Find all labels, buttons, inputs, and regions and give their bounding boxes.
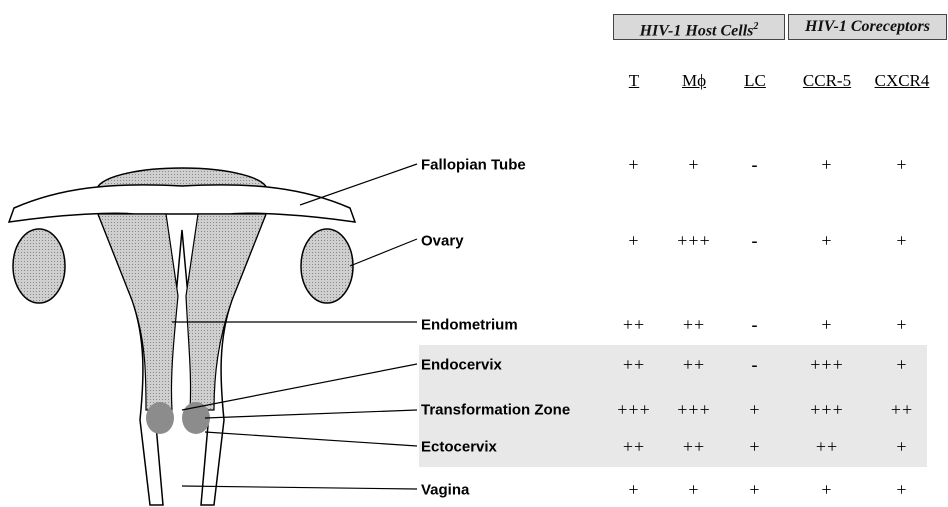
pointer-transformation-zone [205,410,417,418]
expression-cell: + [628,480,639,501]
column-header: CCR-5 [803,71,851,91]
expression-cell: ++ [816,437,838,458]
expression-cell: - [752,315,759,336]
expression-cell: + [821,155,832,176]
structure-label: Endocervix [421,357,502,374]
column-header: CXCR4 [875,71,930,91]
expression-cell: + [896,480,907,501]
host-cells-header: HIV-1 Host Cells2 [613,14,785,40]
expression-cell: ++ [683,315,705,336]
expression-cell: - [752,231,759,252]
structure-label: Transformation Zone [421,402,570,419]
pointer-fallopian-tube [300,164,417,205]
structure-label: Ovary [421,233,464,250]
expression-cell: + [821,480,832,501]
expression-cell: ++ [623,355,645,376]
expression-cell: ++ [891,400,913,421]
pointer-vagina [182,486,417,489]
expression-cell: + [628,231,639,252]
expression-cell: + [821,315,832,336]
ovary-left [13,229,65,303]
expression-cell: + [821,231,832,252]
column-header: LC [744,71,766,91]
expression-cell: + [896,231,907,252]
structure-label: Ectocervix [421,439,497,456]
expression-cell: + [688,155,699,176]
pointer-ectocervix [205,432,417,446]
structure-label: Vagina [421,482,469,499]
pointer-endocervix [182,364,417,410]
expression-cell: + [749,400,760,421]
expression-cell: ++ [683,355,705,376]
expression-cell: +++ [617,400,650,421]
expression-cell: + [688,480,699,501]
expression-cell: ++ [623,437,645,458]
ovary-right [301,229,353,303]
pointer-ovary [350,239,417,266]
host-cells-title: HIV-1 Host Cells [640,22,754,39]
expression-cell: + [749,480,760,501]
expression-cell: + [749,437,760,458]
expression-cell: + [896,437,907,458]
expression-cell: +++ [677,400,710,421]
expression-cell: +++ [810,400,843,421]
structure-label: Endometrium [421,317,518,334]
column-header: T [629,71,639,91]
coreceptors-header: HIV-1 Coreceptors [788,14,947,40]
host-cells-superscript: 2 [753,21,758,32]
structure-label: Fallopian Tube [421,157,526,174]
expression-cell: ++ [623,315,645,336]
expression-cell: + [628,155,639,176]
expression-cell: +++ [677,231,710,252]
expression-cell: - [752,355,759,376]
expression-cell: ++ [683,437,705,458]
endometrium-left [98,214,178,410]
endometrium-right [186,214,266,410]
expression-cell: + [896,355,907,376]
expression-cell: + [896,315,907,336]
expression-cell: + [896,155,907,176]
coreceptors-title: HIV-1 Coreceptors [805,18,930,35]
expression-cell: +++ [810,355,843,376]
transformation-zone-left [146,402,174,434]
column-header: Mϕ [682,71,706,91]
expression-cell: - [752,155,759,176]
